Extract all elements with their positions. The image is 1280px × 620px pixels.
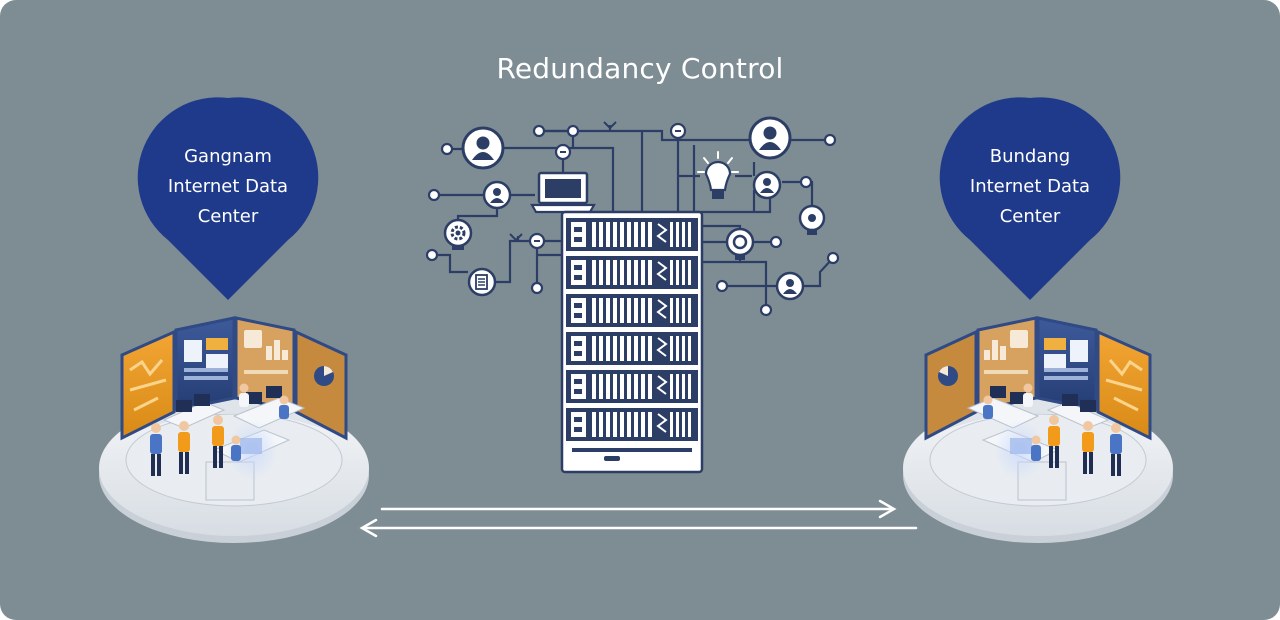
sync-arrows <box>359 499 918 538</box>
user-icon <box>461 126 505 170</box>
bundang-label-line: Internet Data <box>969 176 1091 197</box>
diagram-title: Redundancy Control <box>496 52 784 85</box>
control-room-gangnam <box>97 316 371 545</box>
laptop-icon <box>530 171 596 214</box>
gangnam-label-line: Internet Data <box>167 176 289 197</box>
bundang-label-line: Center <box>999 206 1061 227</box>
gangnam-label-line: Gangnam <box>184 146 272 167</box>
bundang-label-line: Bundang <box>989 146 1071 167</box>
pin-bundang <box>939 97 1121 300</box>
gear-icon <box>443 218 473 250</box>
server-rack-icon <box>560 210 704 474</box>
document-icon <box>467 267 497 297</box>
bundang-label: Bundang Internet Data Center <box>950 142 1110 232</box>
target-icon <box>798 204 826 235</box>
lightbulb-icon <box>697 151 739 199</box>
user-icon <box>482 180 512 210</box>
search-icon <box>725 227 755 260</box>
gangnam-label-line: Center <box>197 206 259 227</box>
pin-gangnam <box>137 97 319 300</box>
user-icon <box>752 170 782 200</box>
user-icon <box>775 271 805 301</box>
control-room-bundang <box>901 316 1175 545</box>
user-icon <box>748 116 792 160</box>
gangnam-label: Gangnam Internet Data Center <box>148 142 308 232</box>
